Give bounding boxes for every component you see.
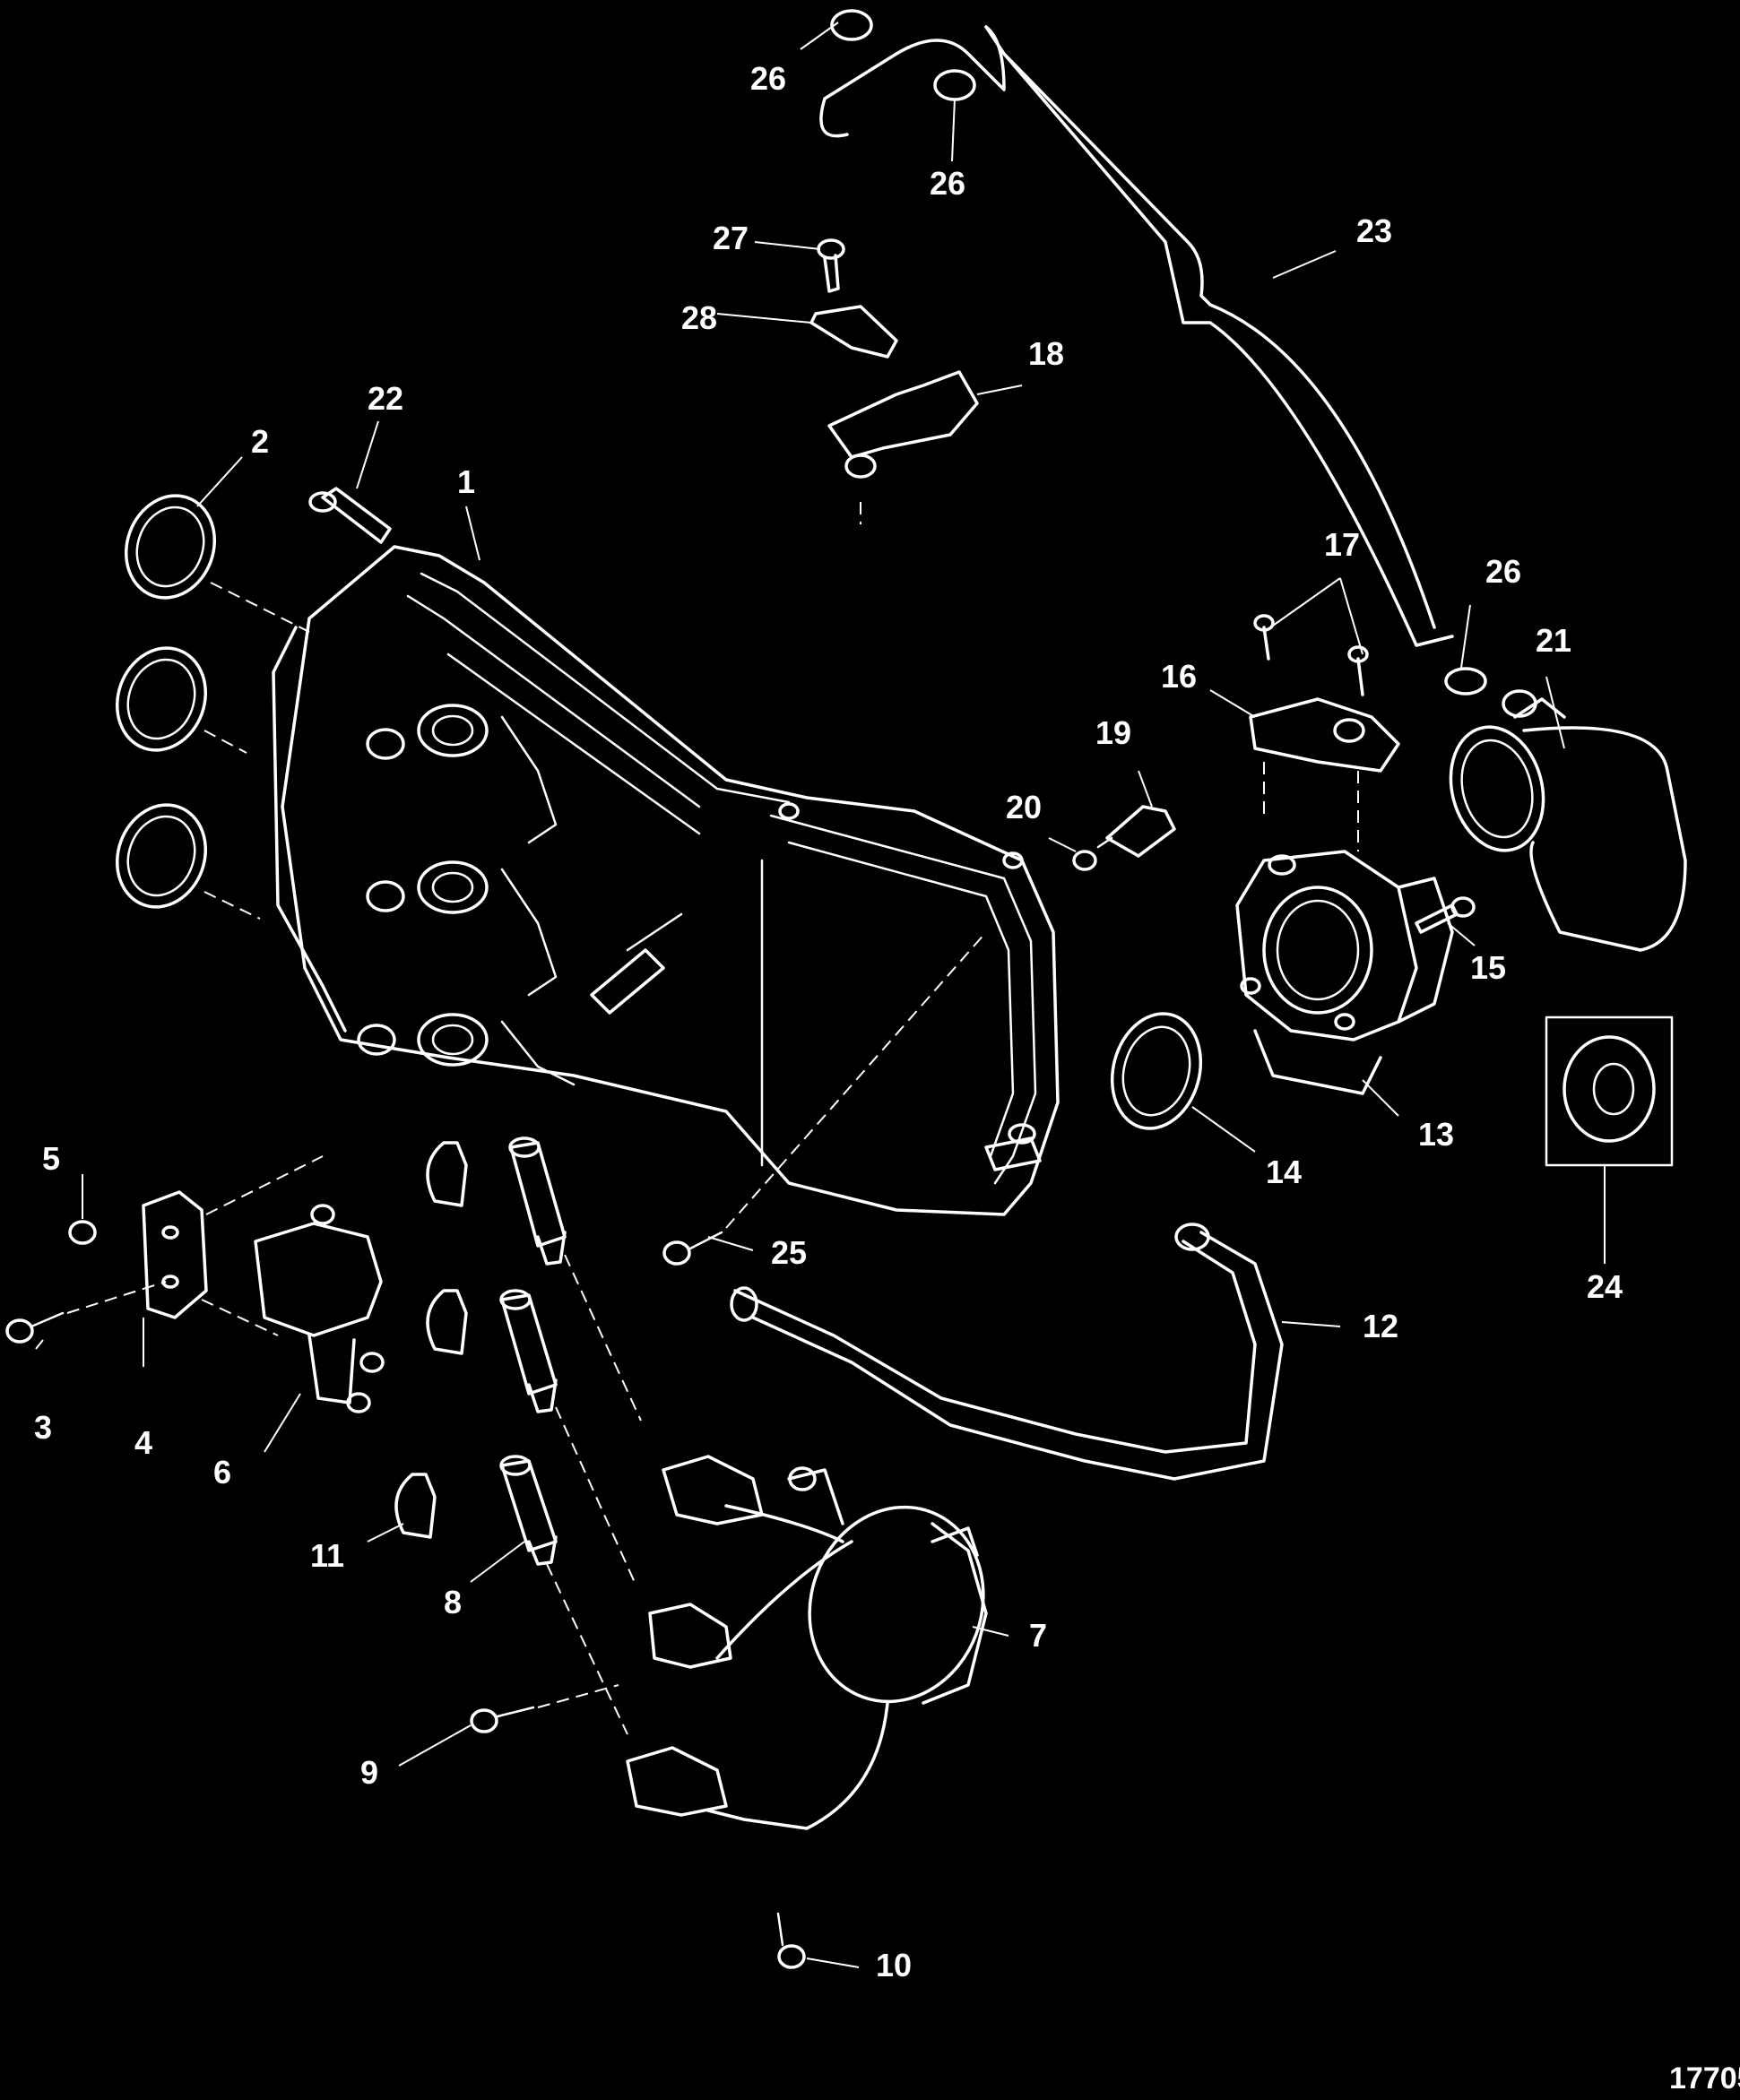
callout-leaders: [35, 22, 1606, 1968]
callout-12: 12: [1363, 1308, 1398, 1344]
callout-13: 13: [1418, 1116, 1454, 1153]
callout-26-middle: 26: [930, 165, 965, 202]
callout-17: 17: [1324, 526, 1360, 563]
inset-detail-drawing: [1545, 1015, 1674, 1167]
callout-15: 15: [1470, 949, 1506, 986]
callout-5: 5: [42, 1140, 60, 1177]
callout-10: 10: [876, 1947, 912, 1983]
air-intake-elbow-drawing: [1449, 689, 1687, 952]
vent-hose-drawing: [819, 9, 1487, 696]
callout-26-top: 26: [750, 60, 786, 97]
callout-24: 24: [1587, 1268, 1623, 1305]
injector-clips-drawing: [394, 1141, 468, 1539]
screws-drawing: [470, 931, 987, 1969]
callout-8: 8: [444, 1584, 462, 1620]
manifold-screw-22-drawing: [308, 487, 392, 544]
temperature-sensor-drawing: [1072, 805, 1176, 871]
fuel-hose-drawing: [730, 1223, 1284, 1481]
callout-23: 23: [1356, 212, 1392, 249]
intake-manifold-drawing: [272, 545, 1060, 1216]
callout-25: 25: [771, 1234, 807, 1271]
callout-21: 21: [1536, 622, 1571, 659]
callout-7: 7: [1029, 1617, 1047, 1654]
screw-15-drawing: [1415, 896, 1476, 934]
solenoid-bracket-drawing: [5, 1155, 324, 1344]
throttle-body-gasket-drawing: [1110, 1012, 1203, 1130]
callout-4: 4: [134, 1424, 152, 1461]
throttle-position-sensor-drawing: [1249, 614, 1400, 851]
figure-number: 17705: [1669, 2061, 1740, 2096]
callout-3: 3: [34, 1409, 52, 1446]
callout-26-right: 26: [1485, 553, 1521, 590]
callout-1: 1: [457, 463, 475, 500]
callout-16: 16: [1161, 658, 1197, 695]
throttle-body-drawing: [1235, 850, 1454, 1095]
callout-2: 2: [251, 423, 269, 460]
callout-9: 9: [360, 1754, 378, 1791]
callout-27: 27: [713, 220, 749, 256]
sensor-bracket-drawing: [809, 238, 979, 524]
callout-22: 22: [368, 380, 403, 417]
callout-20: 20: [1006, 789, 1042, 825]
callout-19: 19: [1095, 714, 1131, 751]
fuel-injectors-drawing: [499, 1136, 642, 1735]
manifold-gaskets-drawing: [115, 494, 310, 920]
callout-11: 11: [310, 1537, 344, 1574]
fuel-rail-harness-drawing: [626, 1455, 988, 1830]
solenoid-valve-drawing: [254, 1204, 385, 1413]
callout-labels: 1 2 3 4 5 6 7 8 9 10 11 12 13 14 15 16 1…: [34, 60, 1740, 2096]
callout-14: 14: [1266, 1154, 1302, 1190]
callout-28: 28: [681, 299, 717, 336]
callout-18: 18: [1028, 335, 1064, 372]
callout-6: 6: [213, 1454, 231, 1491]
